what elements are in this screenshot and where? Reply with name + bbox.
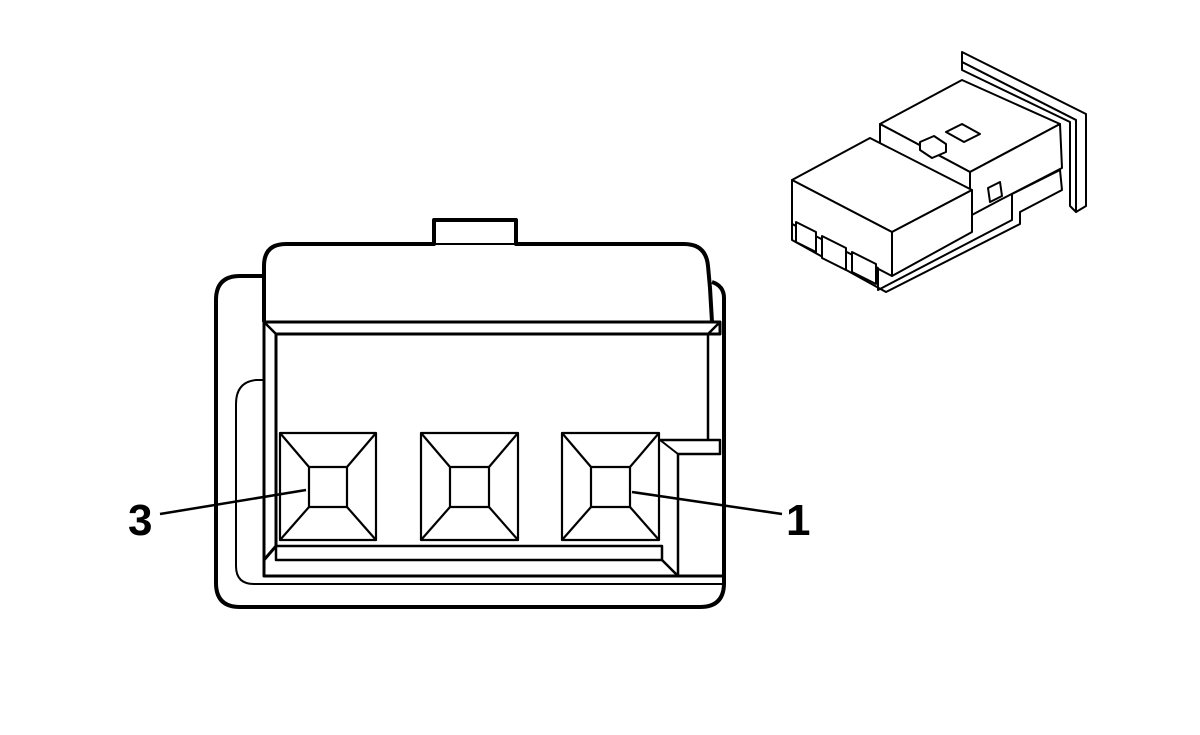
iso-latch-bump	[919, 135, 947, 159]
connector-isometric-view	[791, 51, 1087, 293]
floor-ledge-diag-left	[263, 545, 277, 561]
keyway-right-bottom	[661, 559, 679, 577]
pin-cavity-2	[419, 431, 520, 542]
leader-line-pin-1	[631, 490, 783, 516]
iso-terminal-opening-3	[851, 251, 877, 285]
left-side-rib	[235, 379, 724, 585]
pin-label-3: 3	[128, 496, 152, 545]
pin-label-1: 1	[786, 496, 810, 545]
iso-terminal-opening-2	[821, 235, 847, 271]
right-keyway	[660, 438, 722, 576]
cavity-top-inner-right	[707, 321, 721, 335]
connector-outer-shell	[214, 274, 726, 609]
iso-latch-window	[945, 123, 981, 143]
iso-rear-flange-face	[961, 61, 1077, 213]
keyway-diag	[659, 439, 679, 455]
connector-housing-top	[262, 218, 714, 323]
leader-line-pin-3	[159, 488, 307, 516]
iso-side-notch	[987, 181, 1003, 203]
cavity-floor-ledge	[274, 544, 664, 562]
iso-terminal-opening-1	[795, 221, 817, 253]
inner-cavity-left-wall	[262, 322, 724, 578]
pin-cavity-3	[278, 431, 378, 542]
cavity-top-inner	[263, 321, 277, 335]
pin-cavity-1	[560, 431, 661, 542]
iso-body-side	[891, 189, 973, 277]
connector-front-view	[159, 218, 783, 609]
